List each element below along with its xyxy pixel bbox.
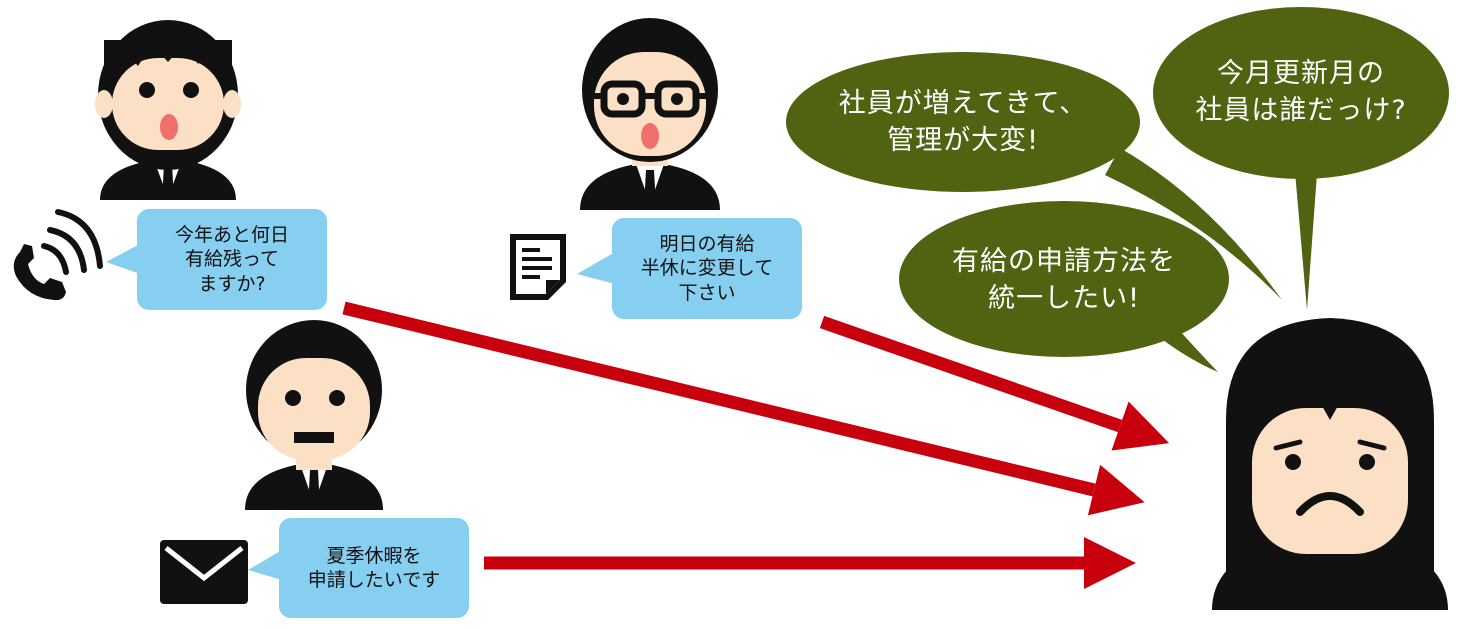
thought-growth-text: 社員が増えてきて、 管理が大変!	[838, 87, 1088, 156]
person-manager-worried	[1212, 318, 1448, 610]
person-mail-sender	[245, 320, 383, 510]
document-request-text: 明日の有給 半休に変更して 下さい	[640, 233, 774, 304]
arrow-document-to-manager	[819, 315, 1170, 451]
phone-icon	[13, 209, 103, 301]
mail-request-bubble	[248, 518, 469, 618]
person-phone-caller	[95, 20, 241, 200]
thought-bubble-growth	[786, 52, 1282, 300]
arrow-phone-to-manager	[342, 301, 1145, 516]
phone-request-text: 今年あと何日 有給残って ますか?	[174, 224, 289, 295]
thought-bubble-unify	[899, 201, 1229, 372]
document-icon	[510, 234, 566, 300]
thought-renewal-text: 今月更新月の 社員は誰だっけ?	[1195, 57, 1407, 126]
thought-bubble-renewal	[1153, 7, 1449, 310]
thought-unify-text: 有給の申請方法を 統一したい!	[952, 245, 1176, 314]
document-request-bubble	[577, 218, 802, 319]
person-document-sender	[580, 18, 720, 210]
mail-icon	[160, 540, 248, 604]
mail-request-text: 夏季休暇を 申請したいです	[307, 544, 441, 591]
phone-request-bubble	[106, 209, 327, 310]
